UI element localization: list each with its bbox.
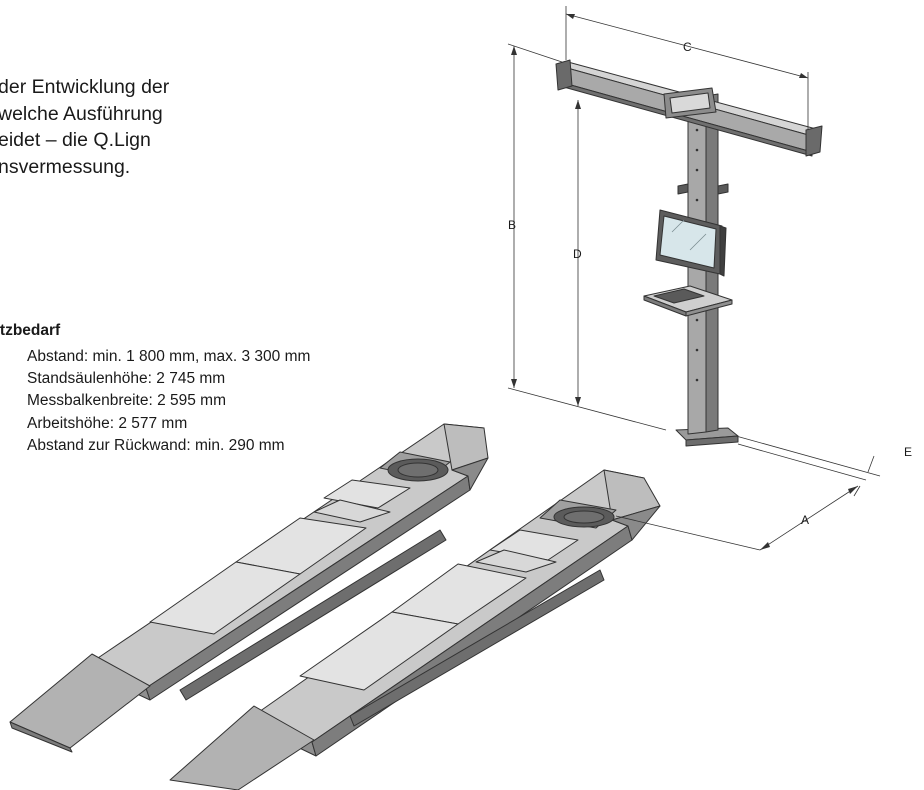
intro-line: welche Ausführung <box>0 102 163 125</box>
space-requirements-title: latzbedarf <box>0 322 61 339</box>
right-access-ramp <box>169 705 315 790</box>
space-item-distance: Abstand: min. 1 800 mm, max. 3 300 mm <box>27 348 311 365</box>
intro-line: der Entwicklung der <box>0 76 170 98</box>
space-requirements-list: Abstand: min. 1 800 mm, max. 3 300 mm St… <box>0 346 310 457</box>
space-item-working-height: Arbeitshöhe: 2 577 mm <box>27 414 188 432</box>
dim-label-b: B <box>508 218 516 232</box>
intro-line: eidet – die Q.Lign <box>0 129 151 151</box>
space-item-beam-width: Messbalkenbreite: 2 595 mm <box>27 392 227 410</box>
keyboard <box>653 288 705 304</box>
space-item-wall-distance: Abstand zur Rückwand: min. 290 mm <box>27 436 285 454</box>
space-item-column-height: Standsäulenhöhe: 2 745 mm <box>27 370 226 388</box>
monitor-screen <box>659 215 717 269</box>
intro-text: der Entwicklung der welche Ausführung ei… <box>0 74 260 180</box>
intro-line: nsvermessung. <box>0 155 131 178</box>
measurement-column <box>555 59 823 447</box>
dim-label-a: A <box>801 513 809 527</box>
right-lift-runway <box>169 469 661 790</box>
left-lift-runway <box>9 423 489 753</box>
dimension-lines <box>507 6 881 551</box>
dim-label-c: C <box>683 40 692 54</box>
dim-label-e: E <box>904 445 912 459</box>
dim-label-d: D <box>573 247 582 261</box>
column-holes <box>695 128 699 382</box>
turntable-reference-line <box>615 515 761 551</box>
